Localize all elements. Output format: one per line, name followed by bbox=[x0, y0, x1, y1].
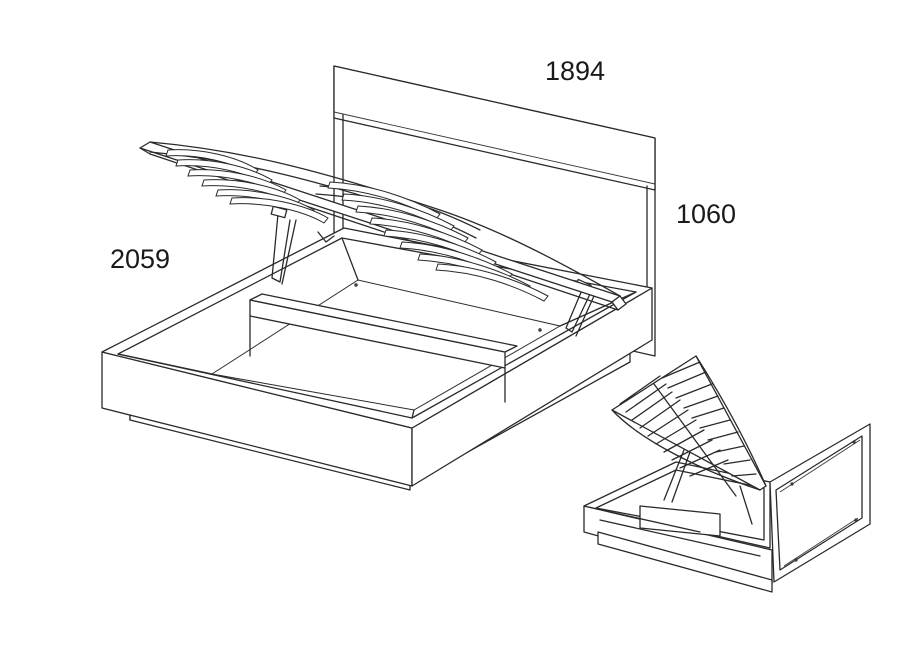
small-bed-view bbox=[583, 355, 871, 593]
small-slats bbox=[619, 361, 757, 477]
length-dimension-label: 2059 bbox=[110, 244, 171, 274]
width-dimension-label: 1894 bbox=[545, 56, 606, 86]
slats bbox=[165, 149, 549, 302]
height-dimension-label: 1060 bbox=[676, 199, 737, 229]
main-bed-drawing bbox=[101, 65, 656, 491]
slatted-frame-raised bbox=[139, 141, 627, 311]
